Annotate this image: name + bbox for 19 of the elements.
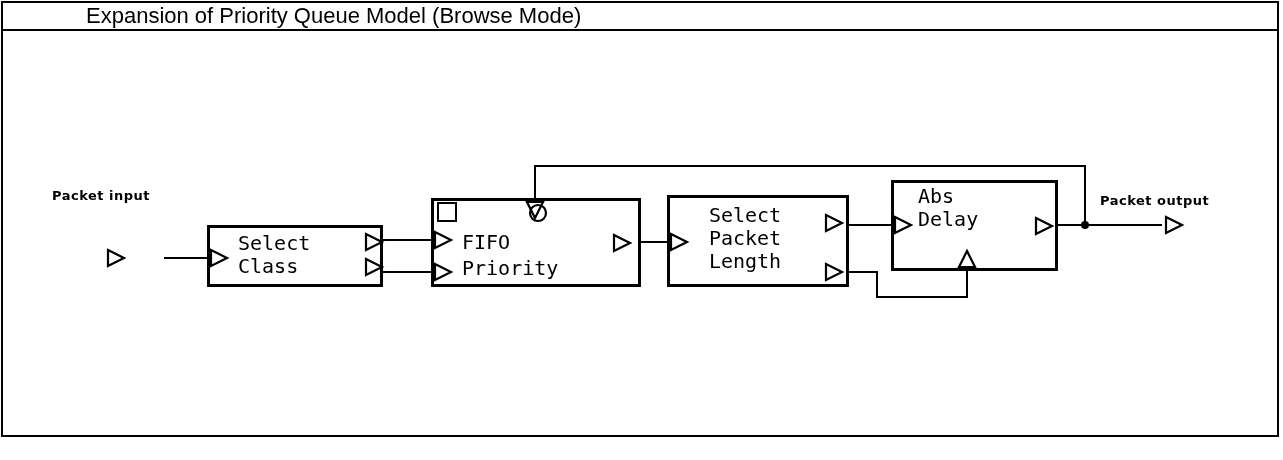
- connector: [848, 249, 977, 298]
- connector: [163, 248, 229, 268]
- block-label: Select Class: [238, 232, 312, 278]
- block: [667, 195, 849, 287]
- connector: [382, 230, 453, 250]
- block: [891, 180, 1058, 271]
- diagram-title: Expansion of Priority Queue Model (Browse Mode): [86, 3, 582, 29]
- connector: [848, 215, 913, 235]
- block-label: Select Packet Length: [707, 204, 783, 273]
- port-label: Packet output: [1100, 193, 1210, 208]
- connector: [640, 232, 689, 252]
- block-label: Abs Delay: [918, 185, 980, 231]
- port-label: Priority: [462, 257, 559, 280]
- block: [431, 198, 641, 287]
- block: [207, 225, 383, 287]
- connector: [382, 262, 453, 282]
- port-label: Packet input: [52, 188, 150, 203]
- connector: [525, 165, 1086, 226]
- port-label: FIFO: [462, 231, 511, 254]
